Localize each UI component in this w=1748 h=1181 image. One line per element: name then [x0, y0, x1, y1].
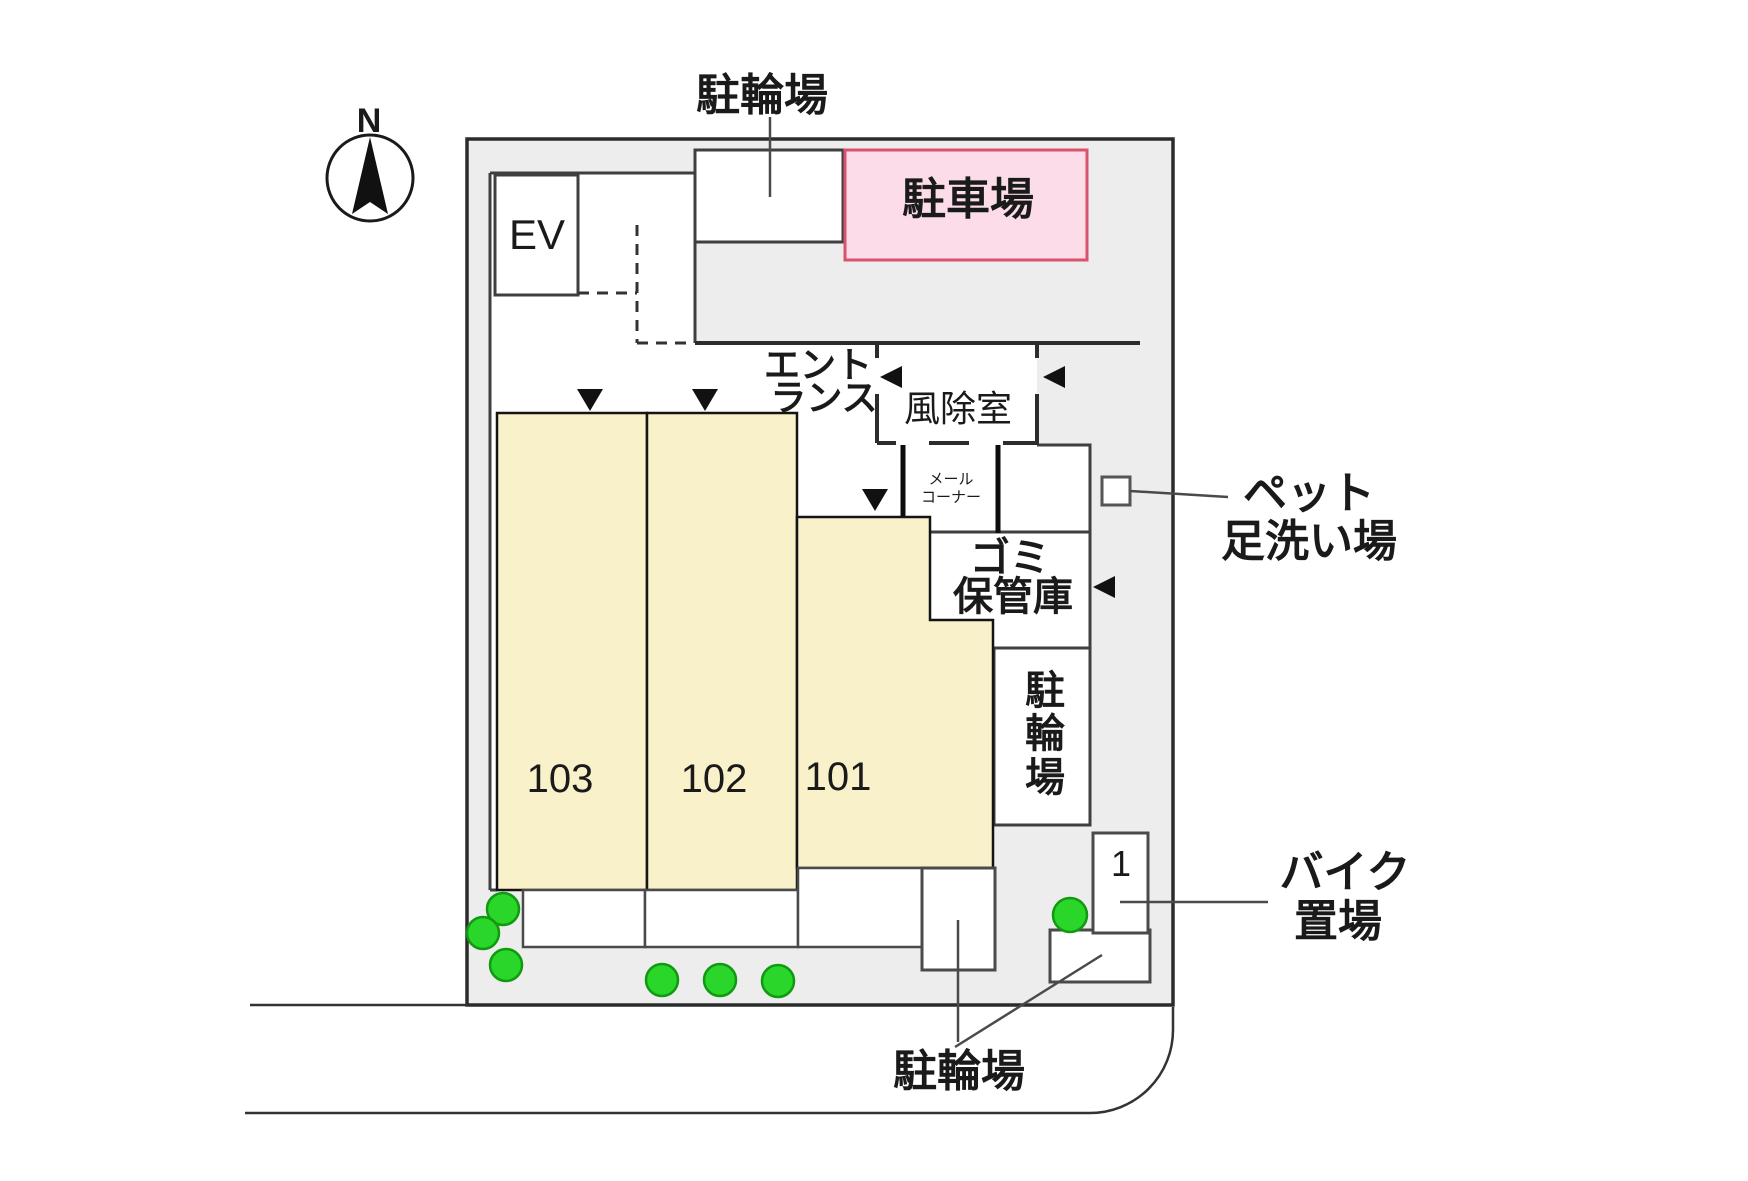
label-pet-wash-line2: 足洗い場 — [1221, 517, 1397, 566]
terrace-102 — [643, 888, 800, 949]
leader-pet-wash — [1129, 489, 1229, 499]
label-unit-101: 101 — [805, 755, 872, 799]
road-edge-bottom — [245, 1007, 1175, 1115]
label-car-parking: 駐車場 — [902, 175, 1034, 224]
shrub — [644, 962, 680, 998]
label-motorcycle-line2: 置場 — [1294, 897, 1382, 946]
label-windbreak-room: 風除室 — [904, 388, 1012, 429]
door-marker-windbreak-right-icon — [1043, 366, 1065, 388]
room-elevator — [493, 173, 580, 297]
label-mail-corner-line1: メール — [928, 471, 973, 488]
terrace-101 — [796, 866, 924, 949]
entry-marker-101-icon — [862, 489, 888, 511]
shrub — [485, 891, 521, 927]
windbreak-room-walls — [875, 345, 1039, 445]
label-entrance-line1: エント — [764, 344, 872, 385]
label-motorcycle-line1: バイク — [1279, 848, 1410, 897]
label-garbage-line2: 保管庫 — [953, 575, 1073, 619]
shrub — [760, 963, 796, 999]
overhang-dashed-line — [578, 225, 694, 345]
label-bicycle-right-char3: 場 — [1025, 756, 1065, 800]
label-bicycle-parking-top: 駐輪場 — [696, 71, 828, 120]
shrub — [702, 962, 738, 998]
label-garbage-line1: ゴミ — [970, 535, 1050, 580]
label-motorcycle-space-number: 1 — [1111, 843, 1131, 884]
label-unit-102: 102 — [681, 757, 748, 801]
label-mail-corner-line2: コーナー — [921, 489, 981, 506]
door-marker-garbage-icon — [1093, 576, 1115, 598]
label-bicycle-right-char1: 駐 — [1025, 669, 1065, 713]
shrub — [1051, 896, 1089, 934]
label-pet-wash-line1: ペット — [1243, 469, 1375, 518]
label-entrance-line2: ランス — [770, 377, 877, 418]
compass-north-icon: N — [325, 102, 415, 223]
entry-marker-103-icon — [577, 389, 603, 411]
pet-foot-wash-spot — [1100, 475, 1132, 507]
door-marker-windbreak-left-icon — [880, 366, 902, 388]
mail-corner-walls — [900, 445, 1001, 533]
label-elevator: EV — [509, 211, 565, 258]
shrub — [488, 947, 524, 983]
unit-103 — [495, 411, 649, 892]
car-parking-area — [843, 148, 1089, 262]
label-bicycle-right-char2: 輪 — [1025, 712, 1065, 756]
unit-102 — [645, 411, 799, 892]
compass-north-label: N — [357, 102, 382, 140]
building-walls — [488, 171, 1092, 892]
room-motorcycle-space — [1091, 831, 1150, 935]
entry-marker-102-icon — [692, 389, 718, 411]
terrace-103 — [521, 888, 647, 949]
leader-bicycle-bottom-2 — [954, 953, 1103, 1049]
label-unit-103: 103 — [527, 757, 594, 801]
label-bicycle-parking-bottom: 駐輪場 — [893, 1047, 1025, 1096]
shrub — [465, 915, 501, 951]
